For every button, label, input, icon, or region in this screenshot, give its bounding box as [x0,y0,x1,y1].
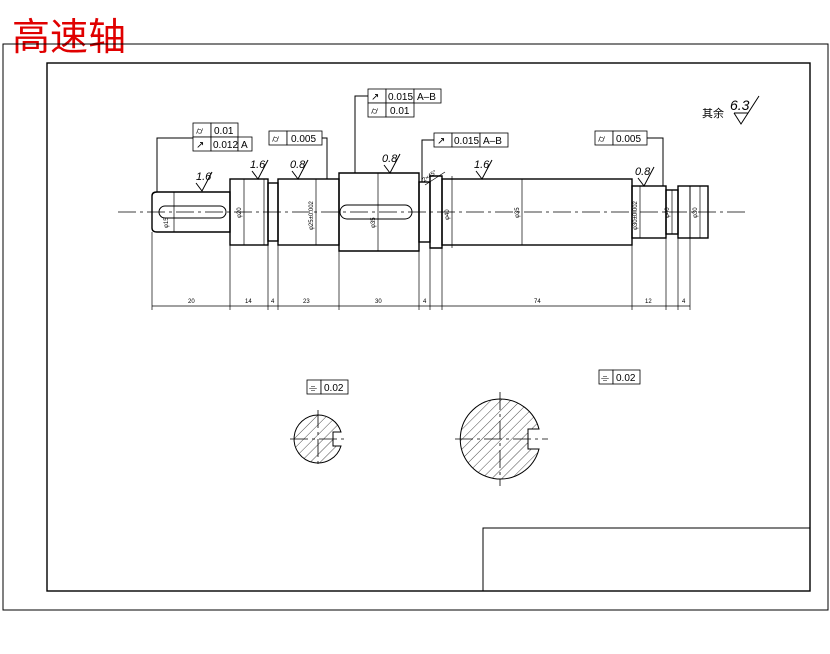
general-roughness-value: 6.3 [730,97,750,113]
fcf-right: ⌭ 0.005 [594,130,664,186]
fcf-top-symbol-1: ↗ [371,92,379,103]
len-label-5: 30 [375,299,382,305]
section1-value: 0.02 [324,383,344,394]
fcf-left-symbol-1: ⌭ [196,126,204,137]
roughness-mark-3: 0.8 [290,159,306,171]
sheet-border [2,43,829,611]
section1-hatch [293,414,342,464]
len-label-4: 23 [303,299,310,305]
dia-label-9: φ30 [693,207,699,218]
len-label-2: 14 [245,299,252,305]
drawing-title: 高速轴 [12,15,126,59]
general-roughness-note: 其余 6.3 [702,95,760,125]
roughness-mark-4: 0.8 [382,153,398,165]
fcf-top-symbol-2: ⌭ [371,106,379,117]
fcf-top: ↗ 0.015 A–B ⌭ 0.01 [354,88,442,173]
dia-label-8: φ40 [665,207,671,218]
general-roughness-label: 其余 [702,106,724,120]
fcf-top-datum-1: A–B [417,92,436,103]
fcf-left: ⌭ 0.01 ↗ 0.012 A [156,122,253,192]
length-dimensions: 20 14 4 23 30 4 74 12 4 [151,232,691,310]
len-label-9: 4 [682,299,686,305]
fcf-center-value: 0.005 [291,134,316,145]
fcf-right-value: 0.005 [616,134,641,145]
len-label-1: 20 [188,299,195,305]
roughness-mark-2: 1.6 [250,159,266,171]
section2-symbol: ⌯ [601,373,609,384]
fcf-mid-symbol: ↗ [437,136,445,147]
section1-symbol: ⌯ [309,383,317,394]
roughness-mark-5: 1.6 [474,159,490,171]
fcf-top-value-2: 0.01 [390,106,410,117]
len-label-7: 74 [534,299,541,305]
fcf-left-value-2: 0.012 [213,140,238,151]
roughness-symbol [733,95,760,125]
dia-label-6: φ35 [515,207,521,218]
len-label-3: 4 [271,299,275,305]
fcf-center-symbol: ⌭ [272,134,280,145]
title-block [482,527,811,592]
dia-label-2: φ20 [237,207,243,218]
drawing-frame [46,62,811,592]
diameter-dimensions: φ15 φ20 φ25±0.002 φ35 φ40 φ35 φ30±0.002 … [164,173,701,251]
len-label-6: 4 [423,299,427,305]
dia-label-3: φ25±0.002 [309,200,315,230]
dia-label-4: φ35 [371,217,377,228]
fcf-middle: ↗ 0.015 A–B [421,132,509,182]
fcf-mid-datum: A–B [483,136,502,147]
dia-label-7: φ30±0.002 [633,200,639,230]
fcf-left-symbol-2: ↗ [196,140,204,151]
fcf-left-value-1: 0.01 [214,126,234,137]
len-label-8: 12 [645,299,652,305]
fcf-right-symbol: ⌭ [598,134,606,145]
dia-label-1: φ15 [164,217,170,228]
roughness-marks: 1.6 1.6 0.8 0.8 1.6 0.8 [195,153,655,192]
roughness-mark-6: 0.8 [635,166,651,178]
section-view-left: ⌯ 0.02 [290,379,349,468]
fcf-mid-value: 0.015 [454,136,479,147]
fcf-top-value-1: 0.015 [388,92,413,103]
fcf-left-datum: A [241,140,248,151]
fcf-center: ⌭ 0.005 [268,130,328,179]
section2-value: 0.02 [616,373,636,384]
dia-label-5: φ40 [445,209,451,220]
section-view-right: ⌯ 0.02 [455,369,641,486]
